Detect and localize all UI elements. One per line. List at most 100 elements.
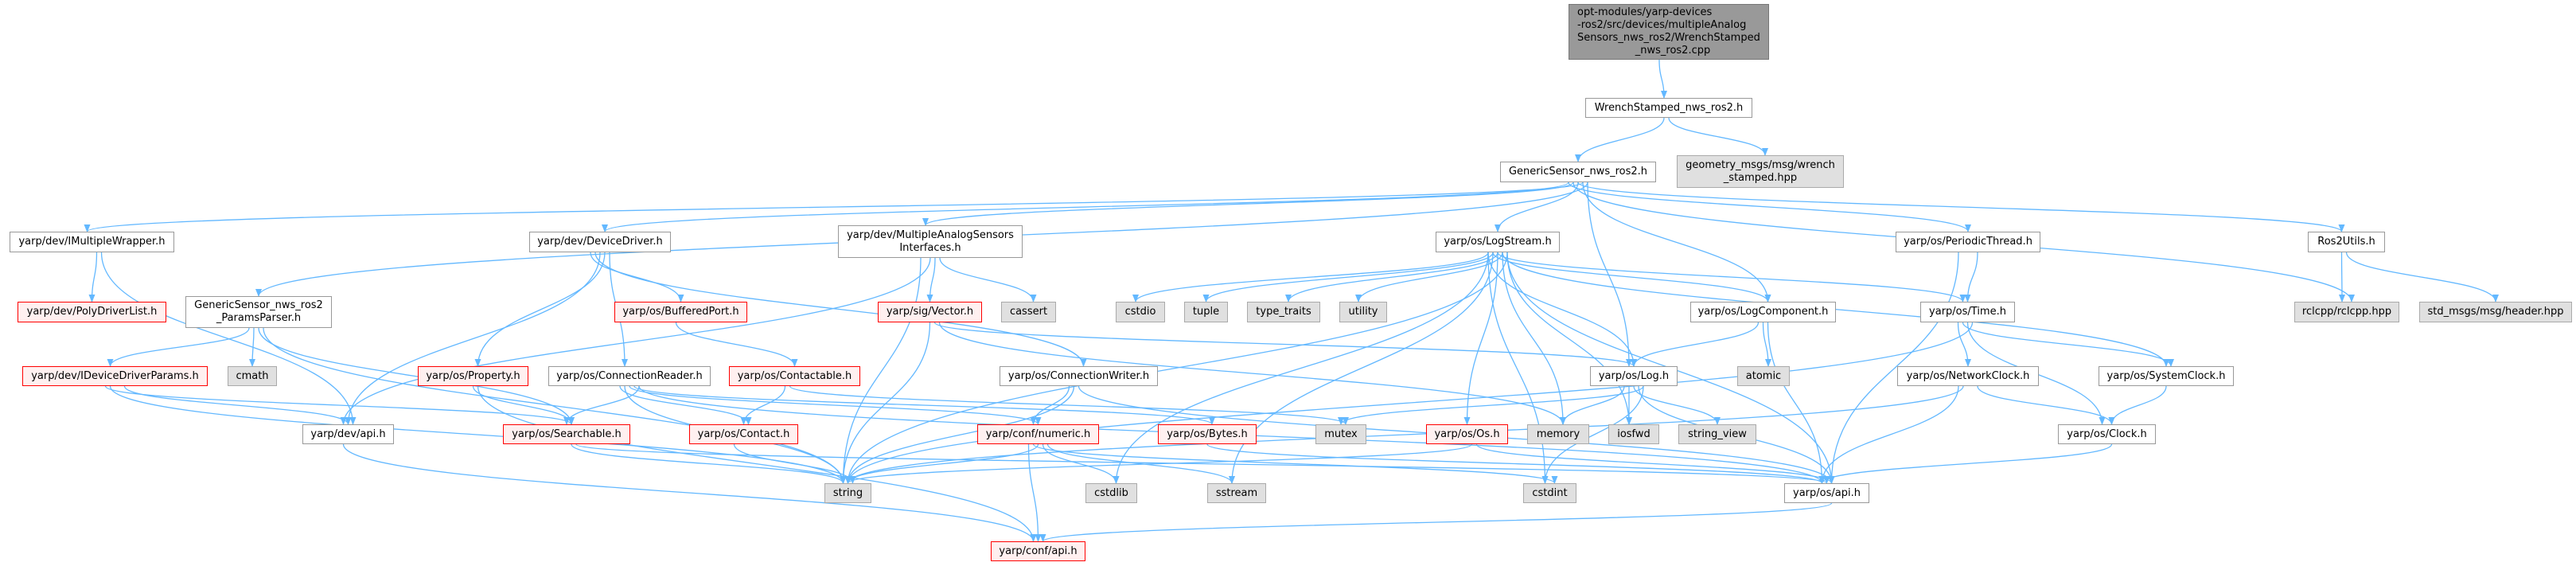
node-wrench[interactable]: WrenchStamped_nws_ros2.h	[1585, 98, 1752, 118]
edge-mas-to-cassert	[939, 257, 1037, 303]
edge-wrench-to-geometry	[1668, 117, 1768, 156]
node-params[interactable]: GenericSensor_nws_ros2_ParamsParser.h	[185, 296, 332, 328]
node-numeric[interactable]: yarp/conf/numeric.h	[977, 424, 1099, 444]
node-label: cmath	[236, 369, 269, 382]
edge-mas-to-string	[840, 257, 922, 484]
node-contact[interactable]: yarp/os/Contact.h	[689, 424, 798, 444]
node-label: cstdio	[1124, 306, 1156, 318]
node-logcomp[interactable]: yarp/os/LogComponent.h	[1690, 302, 1836, 322]
edge-logstream-to-string	[844, 252, 1508, 484]
node-buffered[interactable]: yarp/os/BufferedPort.h	[614, 302, 747, 322]
node-logstream[interactable]: yarp/os/LogStream.h	[1436, 232, 1560, 252]
node-os[interactable]: yarp/os/Os.h	[1426, 424, 1508, 444]
edge-logstream-to-os	[1463, 252, 1498, 425]
edge-iddp-to-searchable	[104, 385, 575, 425]
edge-connwriter-to-numeric	[1030, 385, 1070, 425]
node-label: yarp/os/api.h	[1793, 486, 1861, 499]
edge-clock-to-osapi	[1818, 443, 2113, 484]
edge-os-to-osapi	[1475, 443, 1835, 484]
node-label: yarp/conf/numeric.h	[985, 427, 1091, 440]
node-contactable[interactable]: yarp/os/Contactable.h	[729, 366, 860, 386]
node-root[interactable]: opt-modules/yarp-devices-ros2/src/device…	[1569, 4, 1769, 60]
edge-params-to-string	[263, 327, 847, 484]
node-searchable[interactable]: yarp/os/Searchable.h	[503, 424, 630, 444]
node-label: GenericSensor_nws_ros2.h	[1508, 166, 1648, 178]
edge-root-to-wrench	[1658, 59, 1667, 99]
edge-searchable-to-osapi	[575, 443, 1830, 484]
edge-imw-to-poly	[88, 252, 98, 303]
edge-devdrv-to-devapi	[345, 252, 601, 425]
node-label: yarp/dev/DeviceDriver.h	[537, 236, 663, 248]
node-bytes[interactable]: yarp/os/Bytes.h	[1158, 424, 1257, 444]
node-poly[interactable]: yarp/dev/PolyDriverList.h	[18, 302, 166, 322]
edge-logstream-to-cstdio	[1132, 252, 1489, 303]
edge-imw-to-devapi	[100, 252, 357, 425]
node-label: _nws_ros2.cpp	[1635, 45, 1711, 57]
node-netclock[interactable]: yarp/os/NetworkClock.h	[1897, 366, 2039, 386]
edge-log-to-memory	[1560, 385, 1625, 425]
edge-generic-to-log	[1587, 182, 1632, 367]
node-label: geometry_msgs/msg/wrench	[1686, 158, 1835, 171]
node-label: yarp/dev/PolyDriverList.h	[26, 306, 158, 318]
edge-netclock-to-string	[844, 385, 1964, 484]
node-label: yarp/os/LogComponent.h	[1697, 306, 1829, 318]
node-mutex: mutex	[1315, 424, 1366, 444]
node-sysclock[interactable]: yarp/os/SystemClock.h	[2099, 366, 2234, 386]
node-connreader[interactable]: yarp/os/ConnectionReader.h	[548, 366, 711, 386]
edge-logstream-to-iosfwd	[1506, 252, 1632, 425]
edge-mas-to-vector	[926, 257, 936, 303]
node-iddp[interactable]: yarp/dev/IDeviceDriverParams.h	[22, 366, 208, 386]
edge-contactable-to-contact	[740, 385, 786, 425]
edge-ros2utils-to-stdmsgs	[2345, 252, 2499, 303]
edge-params-to-cmath	[249, 327, 256, 367]
edge-property-to-confapi	[477, 385, 1037, 542]
node-cstdint: cstdint	[1523, 483, 1576, 503]
node-label: yarp/dev/MultipleAnalogSensors	[847, 228, 1014, 241]
node-clock[interactable]: yarp/os/Clock.h	[2058, 424, 2156, 444]
node-label: string_view	[1688, 427, 1747, 440]
node-generic[interactable]: GenericSensor_nws_ros2.h	[1500, 162, 1656, 182]
node-label: yarp/os/Time.h	[1929, 306, 2006, 318]
node-label: yarp/dev/IDeviceDriverParams.h	[31, 369, 199, 382]
edge-logcomp-to-atomic	[1762, 322, 1771, 367]
node-imw[interactable]: yarp/dev/IMultipleWrapper.h	[10, 232, 174, 252]
node-connwriter[interactable]: yarp/os/ConnectionWriter.h	[1000, 366, 1158, 386]
edge-mas-to-devapi	[340, 257, 931, 425]
node-label: string	[832, 486, 863, 499]
edge-netclock-to-clock	[1977, 385, 2115, 425]
node-devapi[interactable]: yarp/dev/api.h	[302, 424, 394, 444]
node-confapi[interactable]: yarp/conf/api.h	[991, 541, 1085, 561]
node-label: yarp/os/SystemClock.h	[2106, 369, 2226, 382]
node-devdrv[interactable]: yarp/dev/DeviceDriver.h	[529, 232, 671, 252]
edge-logstream-to-utility	[1355, 252, 1503, 303]
node-ros2utils[interactable]: Ros2Utils.h	[2308, 232, 2385, 252]
edge-logstream-to-type_traits	[1285, 252, 1498, 303]
node-vector[interactable]: yarp/sig/Vector.h	[878, 302, 982, 322]
node-label: yarp/os/Property.h	[426, 369, 520, 382]
node-osapi[interactable]: yarp/os/api.h	[1784, 483, 1869, 503]
node-iosfwd: iosfwd	[1608, 424, 1659, 444]
node-memory: memory	[1527, 424, 1589, 444]
node-label: mutex	[1324, 427, 1358, 440]
node-log[interactable]: yarp/os/Log.h	[1590, 366, 1678, 386]
node-label: yarp/os/Contactable.h	[737, 369, 852, 382]
node-label: yarp/os/ConnectionWriter.h	[1007, 369, 1150, 382]
node-label: yarp/os/Os.h	[1434, 427, 1500, 440]
node-periodic[interactable]: yarp/os/PeriodicThread.h	[1896, 232, 2040, 252]
edge-logstream-to-tuple	[1202, 252, 1494, 303]
node-sstream: sstream	[1207, 483, 1266, 503]
edge-generic-to-ros2utils	[1577, 182, 2345, 232]
edge-generic-to-periodic	[1568, 182, 1971, 232]
node-label: GenericSensor_nws_ros2	[194, 299, 323, 311]
node-time[interactable]: yarp/os/Time.h	[1920, 302, 2015, 322]
edge-time-to-string	[844, 322, 1974, 484]
edge-periodic-to-time	[1964, 252, 1978, 303]
node-label: cassert	[1009, 306, 1048, 318]
node-stdmsgs: std_msgs/msg/header.hpp	[2419, 302, 2572, 322]
node-property[interactable]: yarp/os/Property.h	[418, 366, 528, 386]
edge-wrench-to-generic	[1575, 117, 1665, 162]
node-string: string	[824, 483, 871, 503]
edge-numeric-to-cstdint	[1032, 443, 1558, 484]
edge-devapi-to-confapi	[342, 443, 1037, 542]
